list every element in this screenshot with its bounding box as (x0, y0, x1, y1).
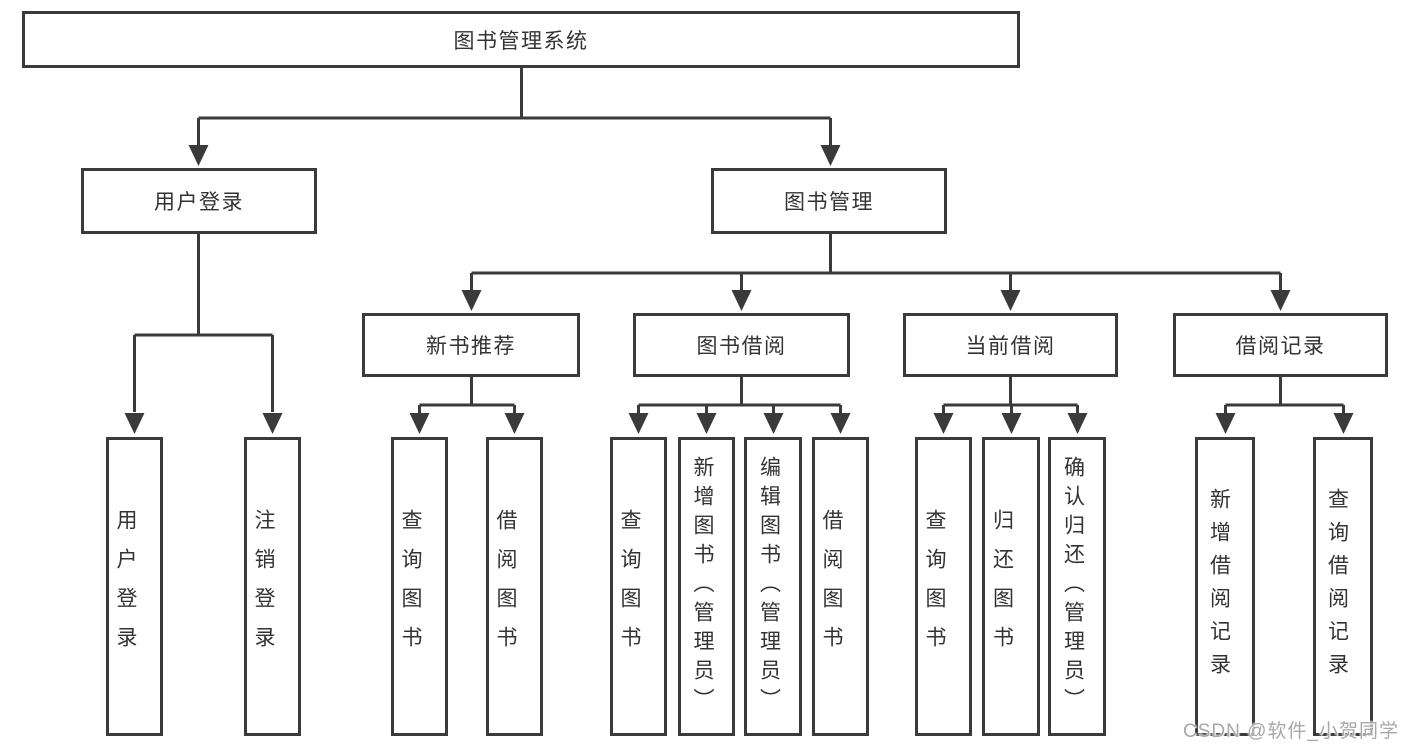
node-book-management: 图书管理 (711, 168, 947, 234)
node-library-system: 图书管理系统 (22, 11, 1020, 68)
node-logout-action: 注销登录 (244, 437, 301, 736)
node-return-books: 归还图书 (982, 437, 1040, 736)
node-edit-book-admin: 编辑图书（管理员） (744, 437, 802, 736)
node-add-book-admin: 新增图书（管理员） (678, 437, 735, 736)
csdn-watermark: CSDN @软件_小贺同学 (1183, 721, 1399, 742)
node-borrowing-records: 借阅记录 (1173, 313, 1388, 377)
node-search-books-current: 查询图书 (915, 437, 972, 736)
node-search-borrowing-record: 查询借阅记录 (1313, 437, 1373, 736)
arrowheads (124, 145, 1354, 434)
node-confirm-return-admin: 确认归还（管理员） (1048, 437, 1106, 736)
node-user-login-action: 用户登录 (106, 437, 163, 736)
node-search-books-recommend: 查询图书 (391, 437, 448, 736)
node-book-borrowing: 图书借阅 (633, 313, 850, 377)
node-search-books-borrow: 查询图书 (610, 437, 667, 736)
node-current-borrowing: 当前借阅 (903, 313, 1118, 377)
node-new-book-recommendation: 新书推荐 (362, 313, 580, 377)
node-borrow-books-borrow: 借阅图书 (812, 437, 869, 736)
node-add-borrowing-record: 新增借阅记录 (1195, 437, 1255, 736)
node-user-login: 用户登录 (81, 168, 317, 234)
node-borrow-books-recommend: 借阅图书 (486, 437, 543, 736)
